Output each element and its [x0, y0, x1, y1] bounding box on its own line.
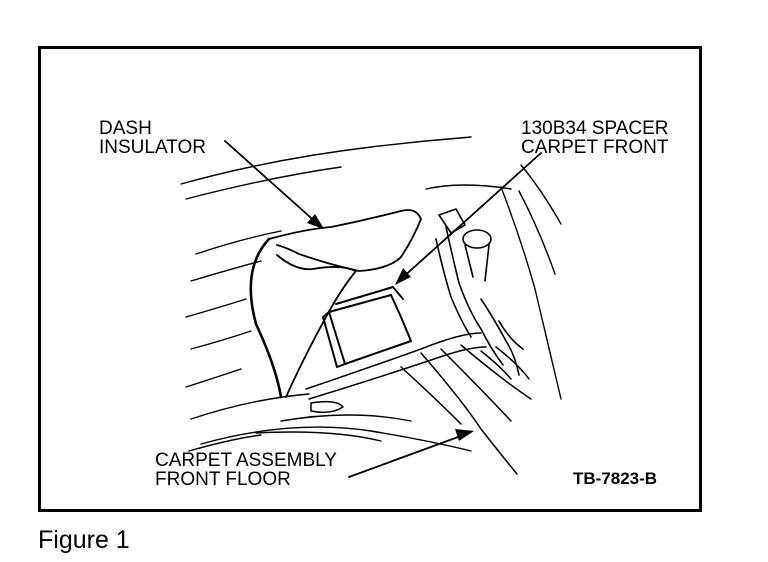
dash-insulator-fold	[276, 254, 357, 398]
figure-code: TB-7823-B	[573, 469, 658, 488]
dash-insulator-label-line-1: DASH	[99, 118, 152, 139]
dash-insulator-top	[268, 209, 422, 272]
dash-contours	[180, 136, 472, 388]
arrow-heads	[307, 214, 474, 441]
floor-pan	[305, 332, 532, 475]
leader-lines	[224, 140, 542, 478]
figure-frame: DASH INSULATOR 130B34 SPACER CARPET FRON…	[38, 46, 702, 512]
dash-insulator-edge	[249, 237, 283, 399]
spacer-block	[322, 286, 412, 368]
carpet-label-line-2: FRONT FLOOR	[155, 469, 291, 490]
carpet-label-line-1: CARPET ASSEMBLY	[155, 450, 337, 471]
carpet-label: CARPET ASSEMBLY FRONT FLOOR	[155, 451, 337, 489]
spacer-label-line-2: CARPET FRONT	[521, 137, 669, 158]
spacer-label: 130B34 SPACER CARPET FRONT	[521, 119, 669, 157]
vehicle-floor-illustration	[180, 136, 562, 478]
figure-caption: Figure 1	[38, 526, 130, 554]
dash-insulator-label-line-2: INSULATOR	[99, 137, 206, 158]
dash-insulator-label: DASH INSULATOR	[99, 119, 206, 157]
spacer-label-line-1: 130B34 SPACER	[521, 118, 669, 139]
wiring-bracket	[435, 208, 524, 376]
right-wall	[425, 164, 562, 400]
